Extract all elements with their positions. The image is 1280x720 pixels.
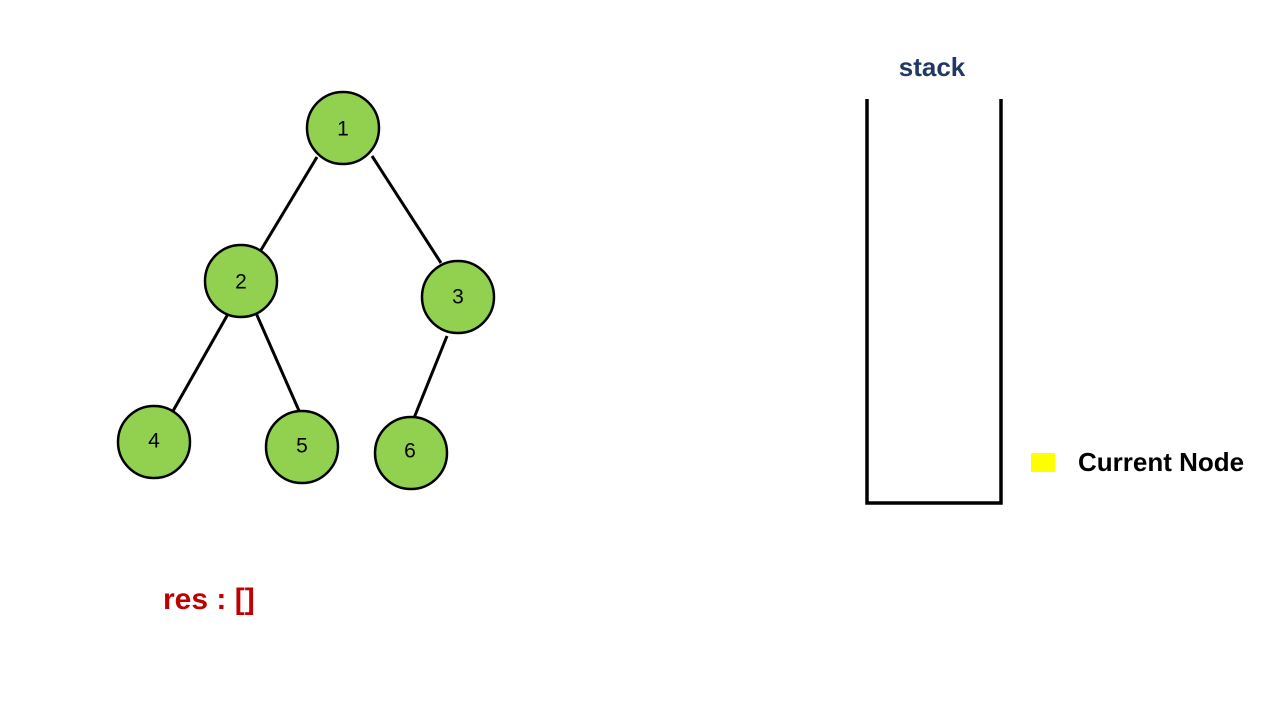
result-text: res : [] <box>163 583 255 616</box>
current-node-swatch <box>1031 452 1055 472</box>
tree-node-3: 3 <box>420 259 496 335</box>
tree-node-1: 1 <box>305 90 381 166</box>
tree-node-2: 2 <box>203 243 279 319</box>
edge-1-2 <box>259 156 319 251</box>
legend: Current Node <box>1031 444 1244 480</box>
edge-2-5 <box>254 312 302 414</box>
tree-node-5: 5 <box>264 409 340 485</box>
edge-3-6 <box>412 335 449 419</box>
node-label: 2 <box>235 271 247 294</box>
stack-title: stack <box>898 52 966 82</box>
node-label: 4 <box>148 430 160 453</box>
node-label: 6 <box>404 440 416 463</box>
legend-label: Current Node <box>1078 446 1245 477</box>
tree-node-6: 6 <box>373 415 449 491</box>
edge-1-3 <box>370 155 443 264</box>
edge-2-4 <box>171 313 230 412</box>
tree-node-4: 4 <box>116 404 192 480</box>
node-label: 5 <box>296 435 308 458</box>
node-label: 3 <box>452 286 464 309</box>
node-label: 1 <box>337 118 349 141</box>
stack-container <box>865 99 1003 505</box>
